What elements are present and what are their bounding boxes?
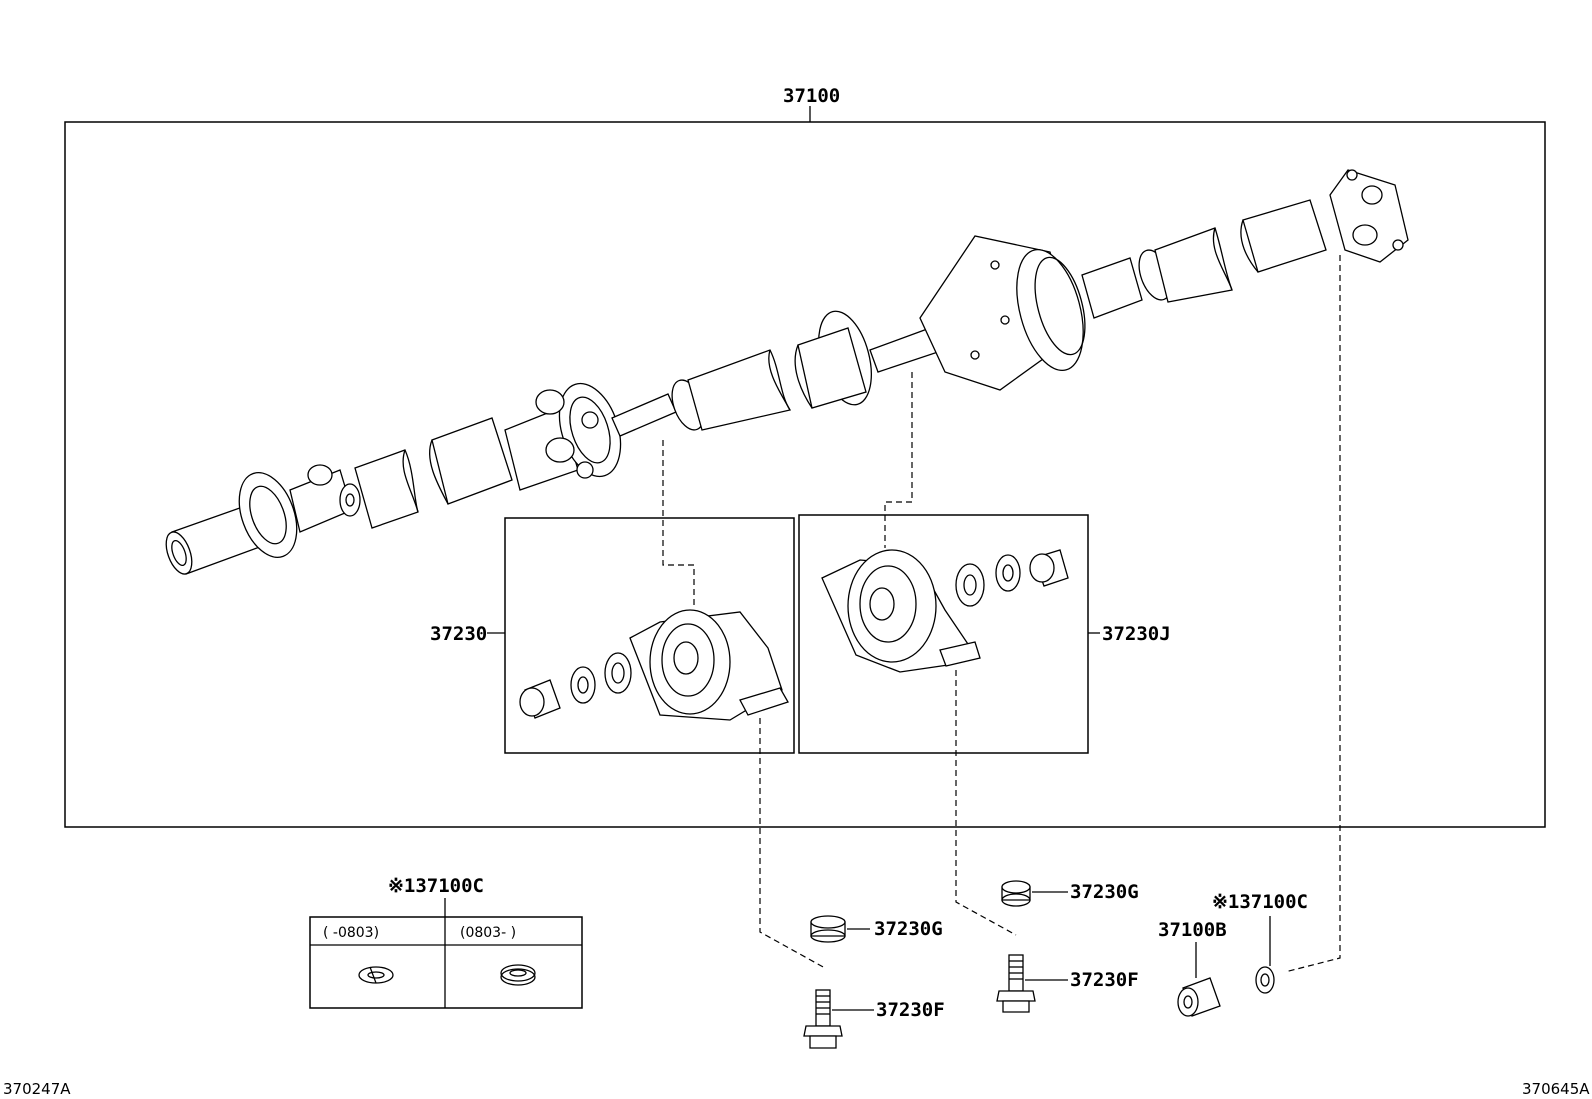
left-bearing-washer-2 — [604, 652, 632, 694]
mid-tube-1 — [671, 349, 792, 431]
propeller-shaft — [165, 169, 1409, 575]
front-tube-1 — [354, 449, 419, 529]
bearing-right-label: 37230J — [1102, 623, 1171, 645]
mid-flange-ring — [794, 310, 872, 409]
right-center-bearing — [821, 549, 981, 673]
slim-shaft-1 — [611, 393, 677, 437]
rear-tube-2 — [1240, 199, 1327, 273]
bearing-box-left — [504, 517, 795, 754]
assembly-frame — [64, 121, 1546, 828]
bolt-left-label: 37230F — [876, 999, 945, 1021]
washer-table-label: ※137100C — [388, 875, 484, 897]
washer-table-col1-header: ( -0803) — [323, 925, 379, 941]
rear-collar — [1081, 257, 1143, 319]
left-collar — [810, 915, 846, 943]
collar-left-label: 37230G — [874, 918, 943, 940]
left-bearing-washer-1 — [570, 666, 596, 704]
washer-table-col2-header: (0803- ) — [460, 925, 516, 941]
bearing-box-right — [798, 514, 1089, 754]
bushing-label: 37100B — [1158, 919, 1227, 941]
bushing — [1177, 977, 1221, 1017]
ref-code-right: 370645A — [1522, 1080, 1590, 1098]
rear-flange-yoke — [1329, 169, 1409, 263]
collar-right-label: 37230G — [1070, 881, 1139, 903]
shaft-to-left-bearing-leader — [662, 440, 695, 605]
right-collar — [1001, 880, 1031, 907]
flat-washer — [500, 964, 536, 986]
front-yoke — [238, 464, 361, 558]
washer-table — [309, 916, 583, 1009]
assembly-label: 37100 — [783, 85, 840, 107]
center-u-joint — [504, 382, 622, 491]
right-bearing-to-bolt-leader — [955, 670, 1017, 936]
bolt-right-label: 37230F — [1070, 969, 1139, 991]
bearing-left-label: 37230 — [430, 623, 487, 645]
front-tube-2 — [428, 417, 513, 505]
right-bearing-washer-2 — [995, 554, 1021, 592]
shaft-to-right-bearing-leader — [884, 372, 913, 548]
right-bearing-washer-1 — [955, 563, 985, 607]
left-bearing-nut — [519, 679, 561, 719]
flange-washer — [1255, 966, 1275, 994]
ref-code-left: 370247A — [3, 1080, 71, 1098]
flange-to-washer-leader — [1284, 255, 1341, 973]
left-bearing-to-bolt-leader — [759, 718, 826, 969]
right-bearing-nut — [1029, 549, 1069, 587]
left-bolt — [803, 989, 843, 1049]
left-center-bearing — [629, 609, 789, 721]
rear-tube-1 — [1138, 227, 1233, 303]
rear-joint-housing — [919, 235, 1086, 391]
right-bolt — [996, 954, 1036, 1013]
split-washer — [358, 966, 394, 984]
washer-right-label: ※137100C — [1212, 891, 1308, 913]
